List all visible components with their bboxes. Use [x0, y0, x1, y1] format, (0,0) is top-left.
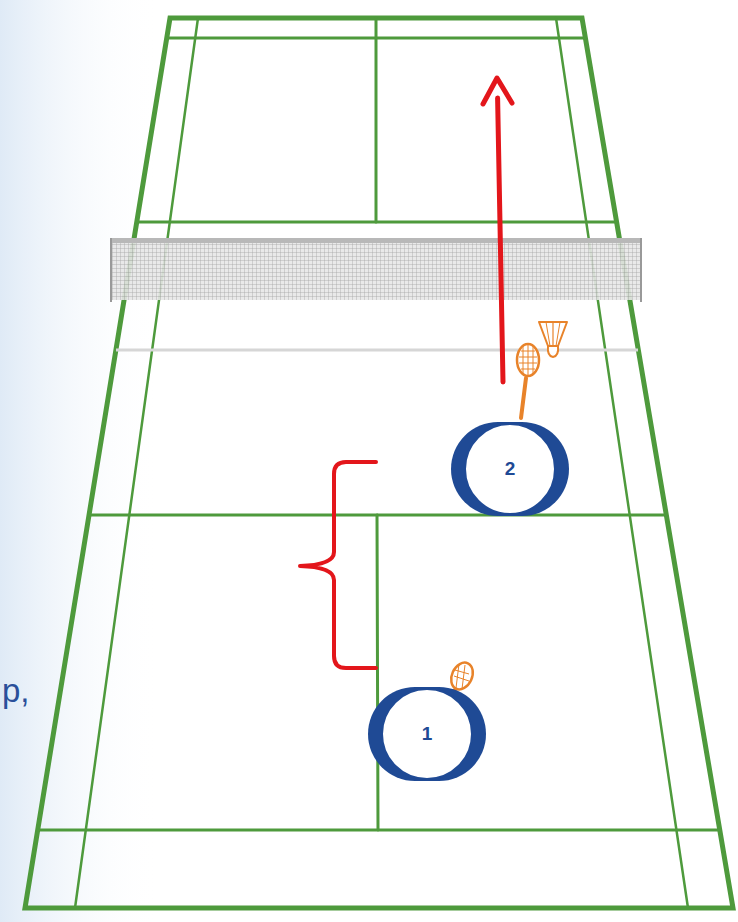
slide-text: p, — [2, 672, 30, 710]
distance-bracket — [300, 462, 376, 668]
racket — [517, 344, 539, 418]
callout-number: 2 — [450, 458, 570, 480]
net-shadow-line — [116, 349, 638, 352]
player-icon: 2 — [450, 421, 570, 517]
court-lines — [25, 18, 733, 908]
shot-arrow — [483, 78, 512, 382]
callout-number: 1 — [367, 723, 487, 745]
shuttlecock — [539, 322, 567, 357]
player-icon: 1 — [367, 686, 487, 782]
net — [110, 238, 642, 302]
